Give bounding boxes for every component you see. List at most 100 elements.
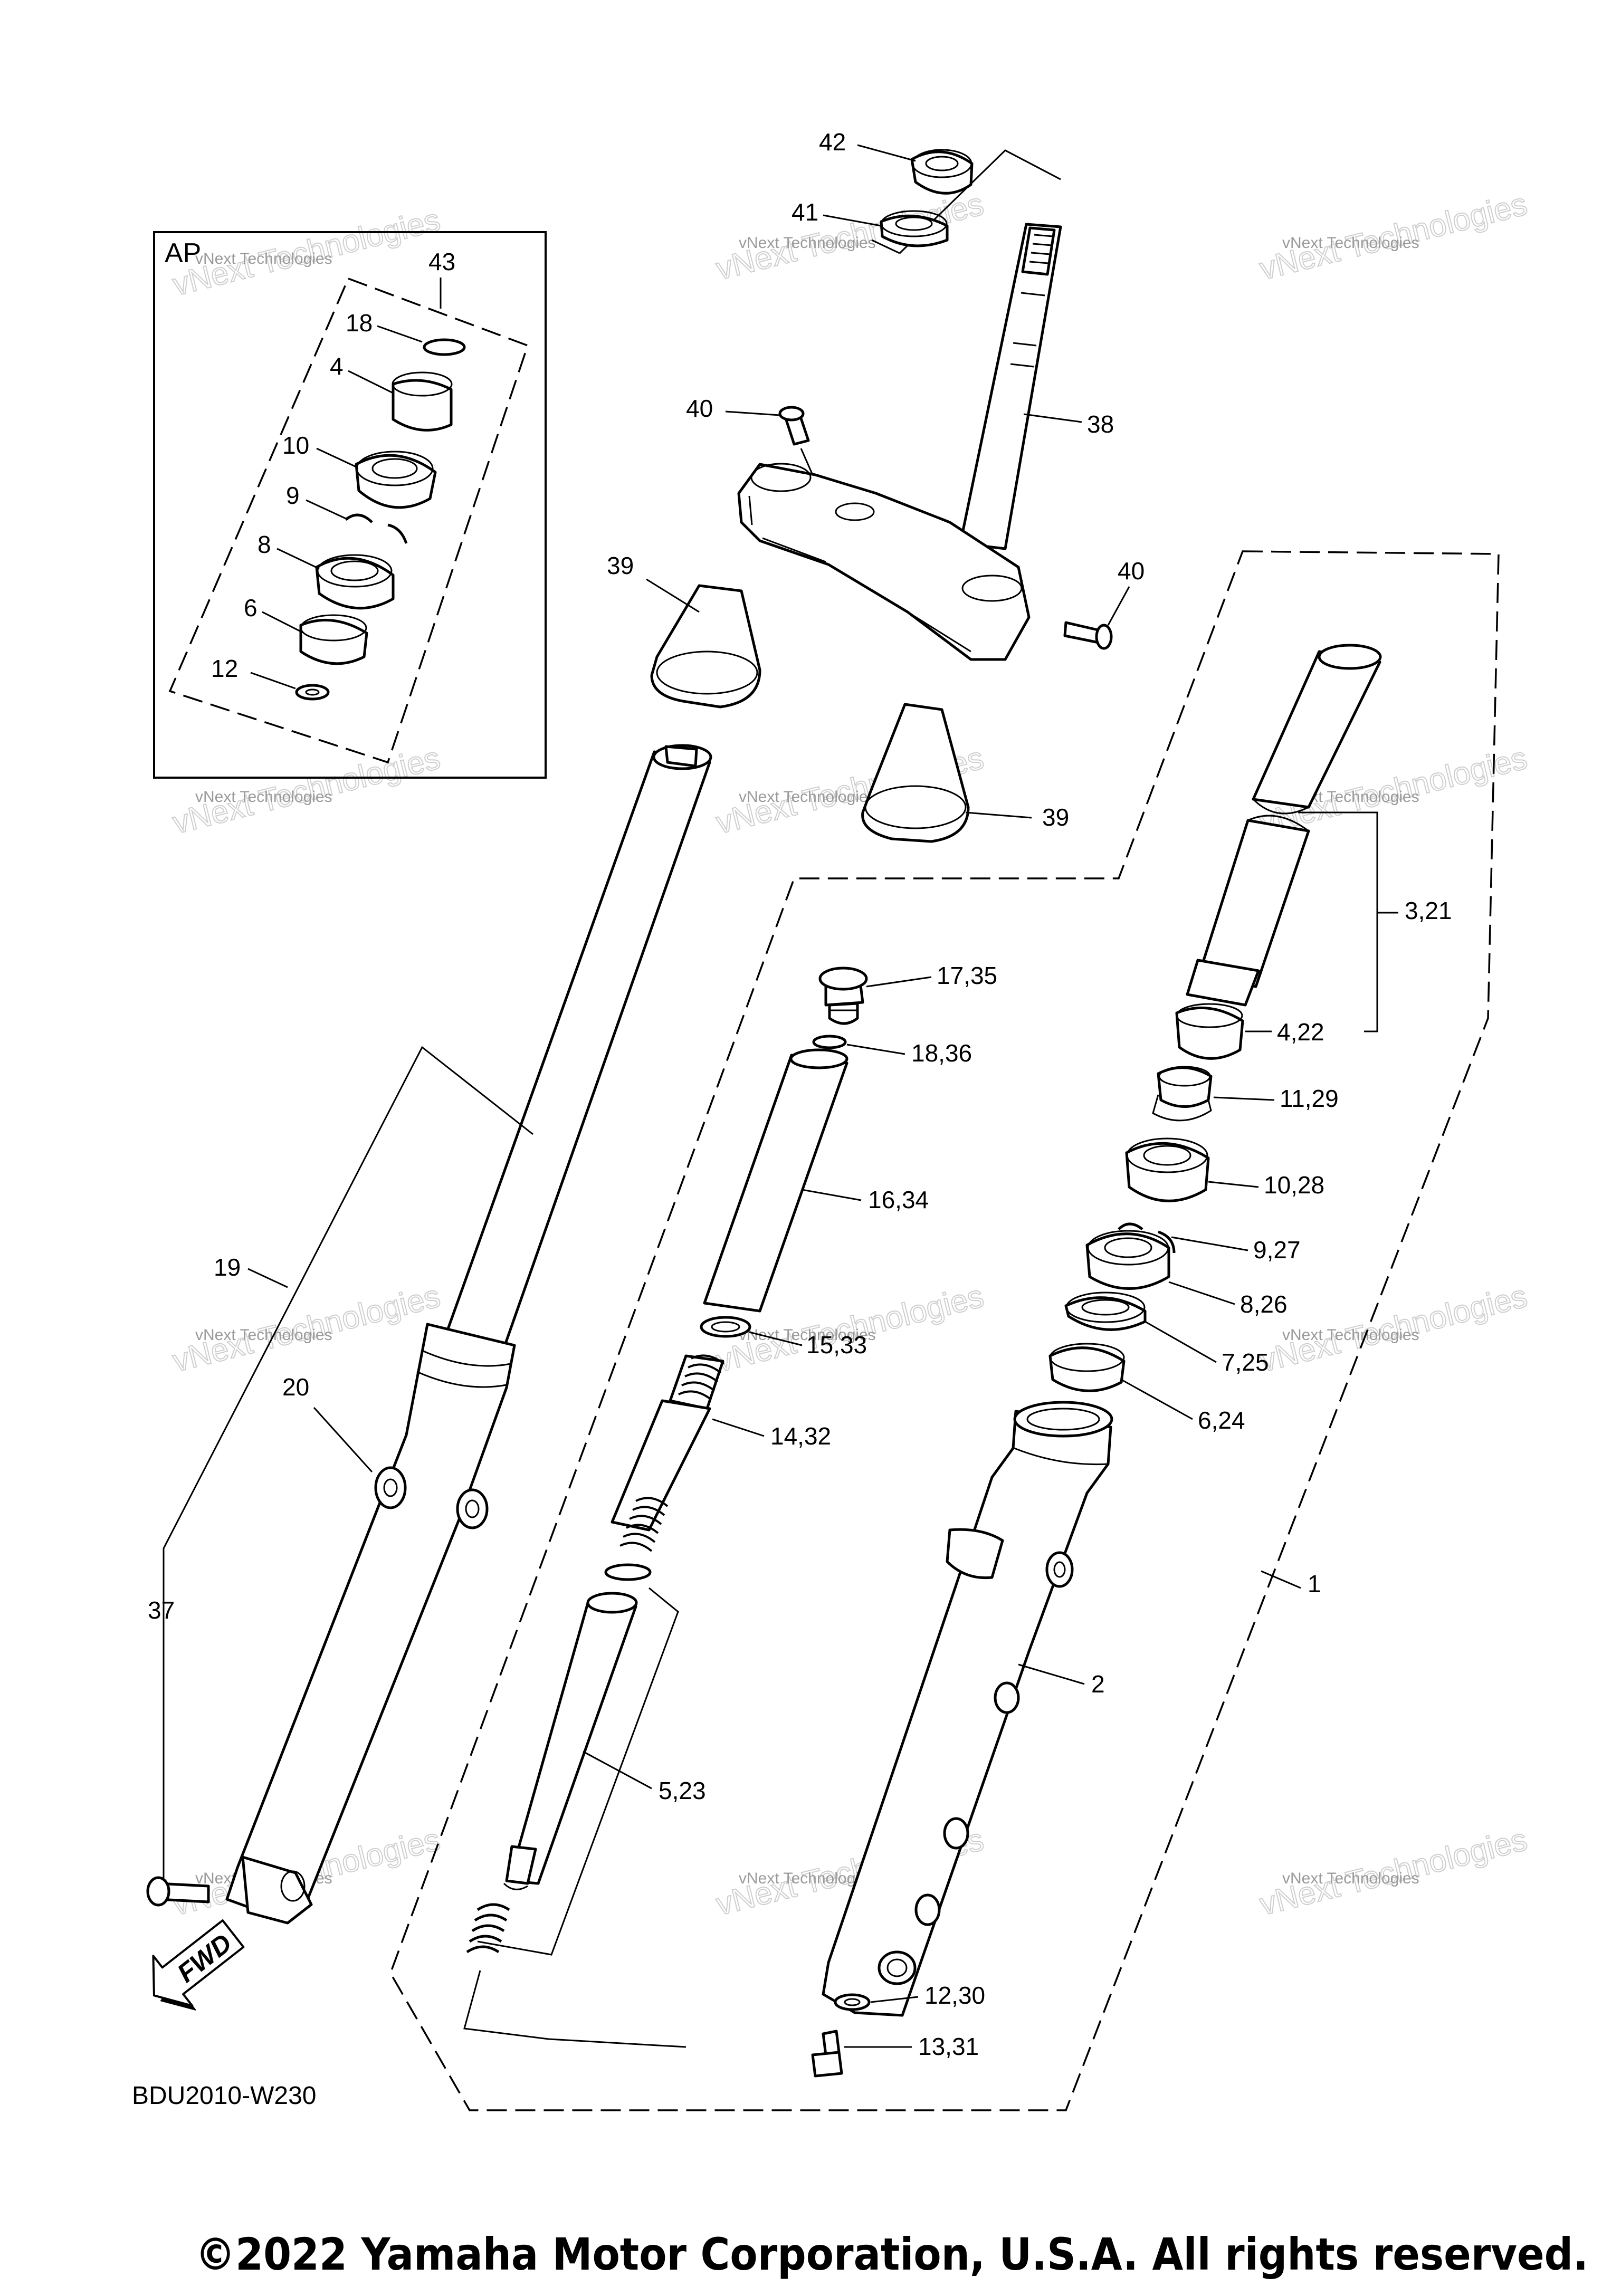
- part-10-dust-seal: [355, 454, 437, 509]
- callout-11-29: 11,29: [1280, 1085, 1339, 1112]
- callout-14-32: 14,32: [770, 1422, 831, 1450]
- svg-text:vNext Technologies: vNext Technologies: [195, 1326, 332, 1344]
- callout-3-21: 3,21: [1405, 897, 1452, 924]
- callout-10-28: 10,28: [1264, 1171, 1324, 1199]
- part-41-race: [880, 214, 949, 247]
- watermark: vNext Technologies vNext Technologies: [169, 1278, 444, 1380]
- callout-42: 42: [819, 128, 846, 156]
- callout-39-lower: 39: [1042, 803, 1069, 831]
- leader-19-tree: [163, 1046, 533, 1878]
- svg-text:vNext Technologies: vNext Technologies: [1282, 1326, 1419, 1344]
- part-14-spring: [611, 1354, 725, 1552]
- leader-19: [247, 1268, 288, 1288]
- leader-41: [823, 214, 882, 227]
- callout-12: 12: [211, 655, 238, 682]
- part-11-bushing: [1157, 1066, 1213, 1108]
- leader-5-23: [583, 1750, 652, 1790]
- part-40-bolt-lower: [1063, 621, 1102, 644]
- callout-17-35: 17,35: [937, 962, 997, 989]
- part-4-bushing: [1175, 1006, 1244, 1060]
- callout-9-27: 9,27: [1253, 1236, 1301, 1264]
- leader-7-25: [1145, 1321, 1217, 1363]
- part-9-clip: [1118, 1222, 1176, 1254]
- bracket-3-21: [1298, 811, 1378, 1032]
- part-18-oring: [812, 1035, 847, 1049]
- svg-text:vNext Technologies: vNext Technologies: [195, 250, 332, 267]
- part-12-washer: [834, 1993, 871, 2011]
- watermark: vNext Technologies vNext Technologies: [169, 202, 444, 303]
- part-6-bushing: [299, 618, 368, 665]
- leader-10-28: [1208, 1181, 1259, 1188]
- part-6-bushing: [1048, 1346, 1126, 1392]
- part-38-steering-stem: [959, 223, 1062, 550]
- copyright-notice: ©2022 Yamaha Motor Corporation, U.S.A. A…: [195, 2228, 1588, 2280]
- leader-40-lower: [1107, 586, 1130, 626]
- leader-15-33: [749, 1331, 803, 1346]
- callout-12-30: 12,30: [924, 1982, 985, 2009]
- svg-text:vNext Technologies: vNext Technologies: [739, 788, 876, 806]
- leader-38: [1023, 413, 1082, 423]
- watermark: vNext Technologies vNext Technologies: [1256, 1278, 1531, 1380]
- leader-6: [262, 611, 302, 633]
- leader-8: [276, 548, 320, 570]
- callout-6: 6: [244, 594, 258, 621]
- part-15-washer: [700, 1316, 751, 1338]
- part-3-inner-tube-lower: [1196, 819, 1310, 988]
- damper-parts: 17,35 18,36 16,34 15,33 14,32: [466, 962, 997, 1956]
- fwd-arrow-icon: FWD: [152, 1919, 245, 2011]
- leader-10: [316, 447, 357, 468]
- damper-rod-bracket: [477, 1587, 679, 1956]
- leader-39-lower: [965, 811, 1032, 819]
- leader-39-upper: [646, 578, 700, 613]
- callout-8-26: 8,26: [1240, 1290, 1288, 1318]
- ap-inset-label: AP: [165, 238, 201, 269]
- right-side-parts: 3,21 4,22 11,29 10,28 9,27 8,26 7,25: [811, 644, 1452, 2078]
- callout-5-23: 5,23: [659, 1777, 706, 1804]
- svg-text:vNext Technologies: vNext Technologies: [1282, 1870, 1419, 1887]
- callout-37: 37: [148, 1596, 175, 1624]
- svg-text:vNext Technologies: vNext Technologies: [739, 234, 876, 252]
- leader-42: [857, 144, 916, 162]
- part-39-fork-cover-right: [861, 703, 970, 843]
- part-5-damper-rod: [508, 1600, 637, 1885]
- part-9-clip: [345, 513, 408, 544]
- steering-assembly: 42 41 38 40 40: [686, 128, 1145, 661]
- damper-kit-boundary-bottom: [463, 1970, 686, 2048]
- watermark: vNext Technologies vNext Technologies: [1256, 186, 1531, 288]
- part-18-oring: [423, 338, 466, 356]
- callout-1: 1: [1308, 1570, 1321, 1597]
- callout-18: 18: [346, 309, 373, 337]
- callout-15-33: 15,33: [806, 1331, 867, 1359]
- callout-4-22: 4,22: [1277, 1018, 1324, 1046]
- part-19-inner-tube: [444, 750, 711, 1350]
- kit-boundaries: 1: [389, 550, 1500, 2111]
- leader-14-32: [712, 1418, 765, 1437]
- callout-7-25: 7,25: [1222, 1348, 1269, 1376]
- callout-40-upper: 40: [686, 395, 713, 422]
- callout-4: 4: [330, 352, 344, 380]
- callout-2: 2: [1091, 1670, 1105, 1698]
- callout-10: 10: [282, 432, 309, 459]
- part-8-oil-seal: [315, 557, 395, 610]
- part-5-rebound-spring: [466, 1903, 510, 1954]
- assembled-fork-left: 19 20 37: [146, 744, 712, 1925]
- part-19-outer-tube: [225, 1323, 516, 1922]
- part-12-washer: [295, 684, 330, 701]
- leader-11-29: [1213, 1096, 1275, 1101]
- part-38-under-bracket: [737, 463, 1031, 661]
- ap-kit-boundary: [168, 277, 529, 764]
- leader-17-35: [866, 976, 932, 988]
- callout-20: 20: [282, 1373, 309, 1401]
- callout-19: 19: [214, 1254, 241, 1281]
- part-2-outer-tube: [822, 1410, 1112, 2017]
- svg-text:vNext Technologies: vNext Technologies: [1282, 234, 1419, 252]
- part-16-spacer: [703, 1054, 848, 1313]
- callout-16-34: 16,34: [868, 1186, 929, 1213]
- part-7-washer: [1064, 1296, 1147, 1331]
- callout-38: 38: [1087, 410, 1114, 438]
- leader-40-upper: [725, 410, 780, 416]
- leader-4: [348, 370, 394, 394]
- leader-18: [377, 325, 423, 343]
- leader-6-24: [1121, 1379, 1193, 1420]
